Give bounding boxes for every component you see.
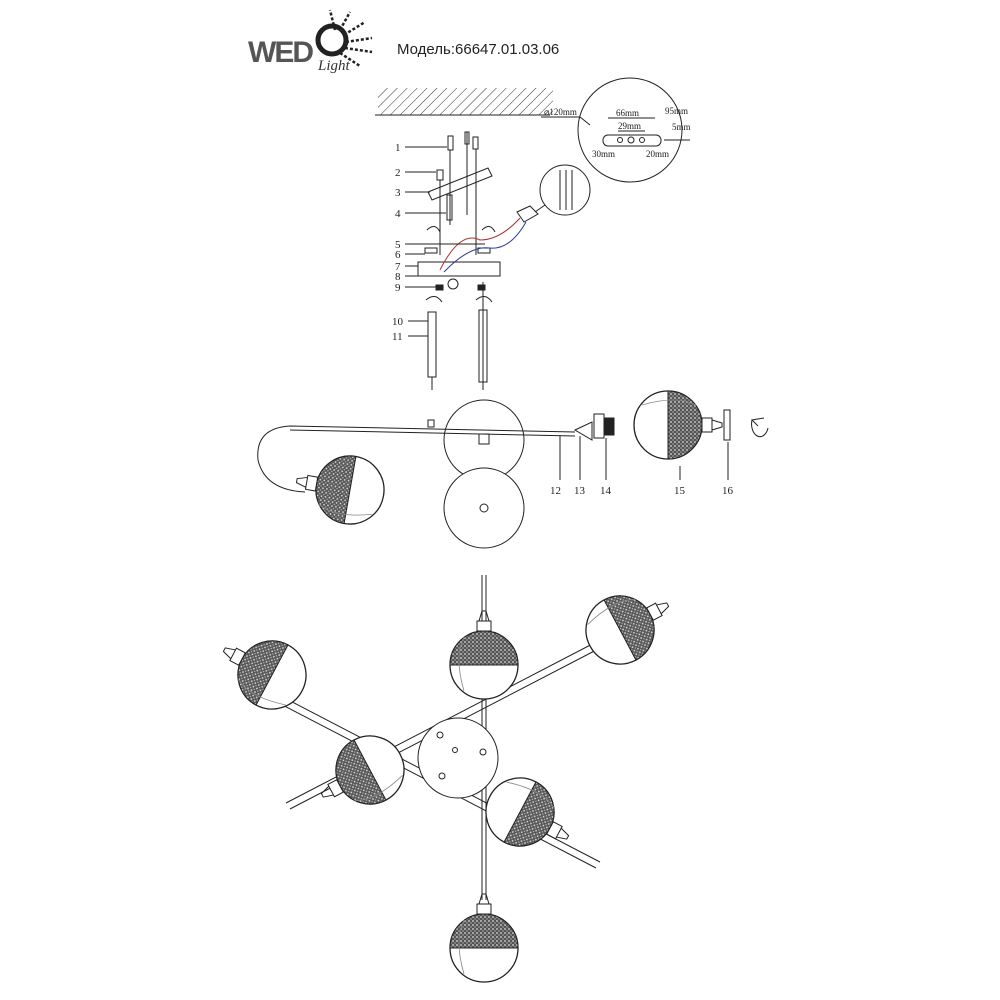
label-5: 5 — [395, 239, 401, 251]
svg-text:Light: Light — [317, 58, 351, 74]
label-leaders — [405, 146, 485, 337]
dim-20: 20mm — [646, 149, 669, 159]
globe-upper-left — [207, 618, 319, 722]
label-13: 13 — [574, 485, 586, 497]
label-11: 11 — [392, 331, 403, 343]
svg-text:WED: WED — [248, 36, 313, 69]
dim-66: 66mm — [616, 108, 639, 118]
label-6: 6 — [395, 249, 401, 261]
ceiling — [375, 88, 553, 116]
dim-29: 29mm — [618, 121, 641, 131]
dim-diameter: ⌀120mm — [544, 107, 577, 117]
assembled-fixture — [245, 575, 605, 900]
dim-30: 30mm — [592, 149, 615, 159]
wire-blue — [443, 221, 527, 273]
label-7: 7 — [395, 261, 401, 273]
label-10: 10 — [392, 316, 404, 328]
wire-red — [439, 217, 521, 271]
globe-shade-15 — [633, 390, 723, 460]
label-8: 8 — [395, 271, 401, 283]
wedo-light-logo: WED Light — [248, 9, 373, 74]
label-4: 4 — [395, 208, 401, 220]
part-labels-lower: 12 13 14 15 16 — [550, 485, 734, 497]
label-16: 16 — [722, 485, 734, 497]
label-2: 2 — [395, 167, 401, 179]
globe-shade-left — [290, 446, 391, 531]
label-1: 1 — [395, 142, 401, 154]
bracket-dimension-detail — [541, 77, 690, 183]
globe-top — [449, 610, 519, 700]
dim-95: 95mm — [665, 106, 688, 116]
label-12: 12 — [550, 485, 561, 497]
part-labels-upper: 1 2 3 4 5 6 7 8 9 10 11 — [392, 142, 404, 343]
label-3: 3 — [395, 187, 401, 199]
label-9: 9 — [395, 282, 401, 294]
mounting-hardware — [417, 131, 591, 390]
label-15: 15 — [674, 485, 686, 497]
arm-assembly — [257, 399, 769, 549]
globe-upper-right — [573, 573, 685, 677]
model-number: Модель:66647.01.03.06 — [397, 41, 560, 58]
dim-5: 5mm — [672, 122, 691, 132]
globe-bottom — [449, 893, 519, 983]
globe-mid-left — [305, 723, 417, 827]
label-14: 14 — [600, 485, 612, 497]
